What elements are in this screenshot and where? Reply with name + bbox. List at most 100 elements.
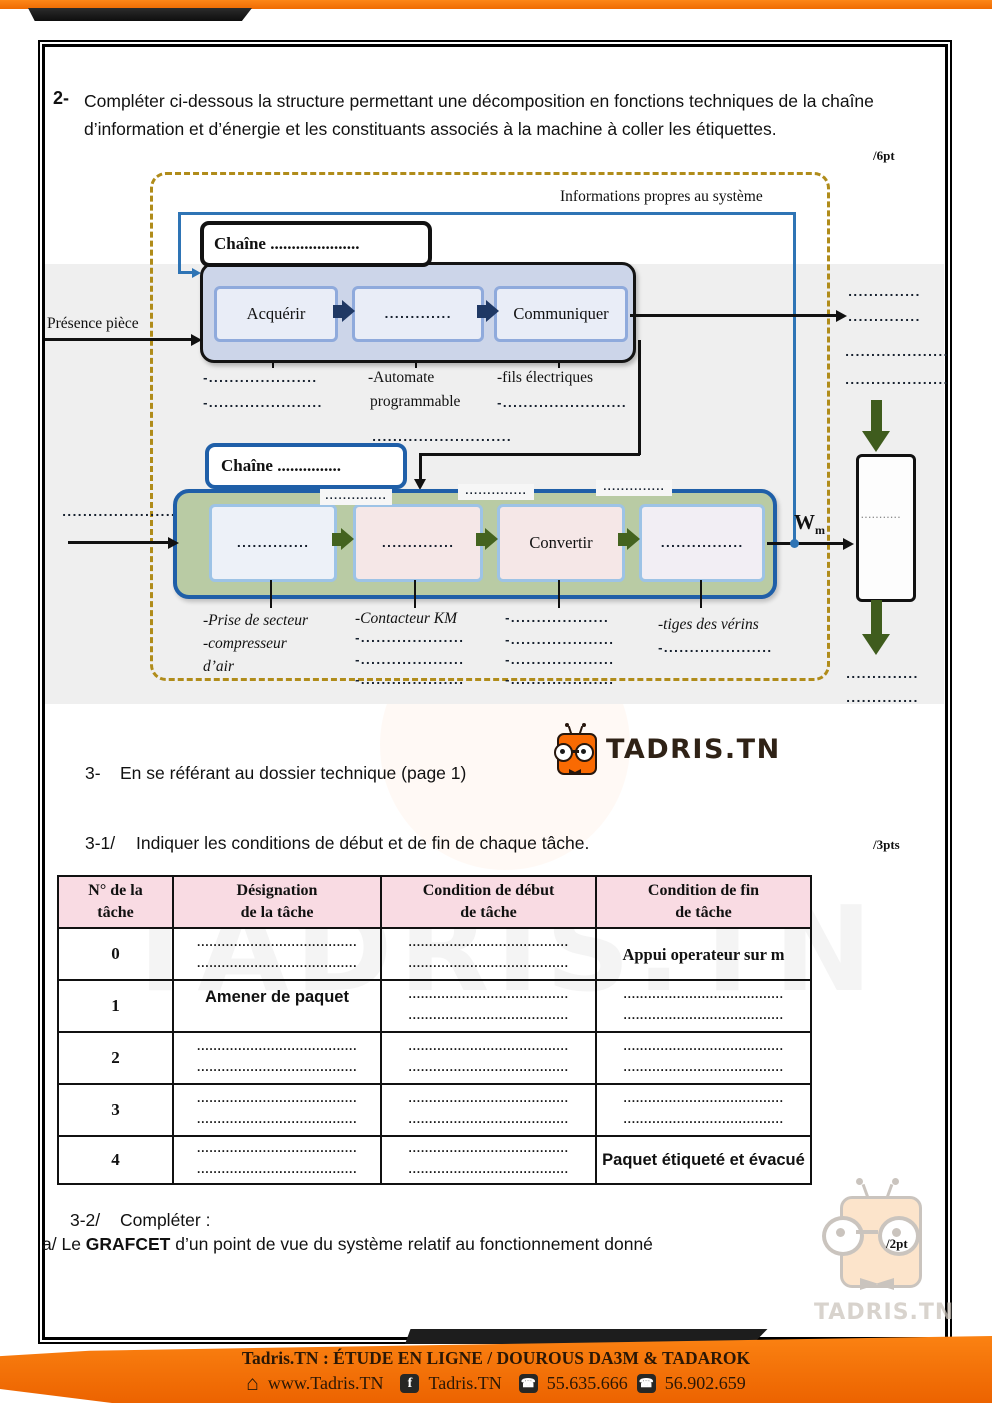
question32-text: Compléter :: [120, 1210, 211, 1230]
info-feedback-label: Informations propres au système: [560, 188, 763, 205]
task-num: 3: [57, 1083, 174, 1137]
task-num: 4: [57, 1135, 174, 1185]
function-box-alimenter-blank: ..............: [209, 504, 337, 582]
tadris-logo-text: TADRIS.TN: [606, 734, 781, 765]
question2-text: Compléter ci-dessous la structure permet…: [84, 91, 874, 139]
acquerir-component-dots-2: -......................: [203, 397, 323, 410]
function-box-distribuer-dots: ..............: [381, 536, 455, 550]
table-row: 2 ......................................…: [57, 1031, 812, 1085]
distribuer-component-dots-3: -....................: [355, 674, 465, 687]
wm-symbol: W: [794, 510, 815, 534]
table-row: 4 ......................................…: [57, 1135, 812, 1185]
question2-number: 2-: [53, 88, 70, 108]
convertir-component-dots-2: -....................: [505, 634, 615, 647]
annotation-dots: ..............: [465, 487, 527, 497]
wm-output-arrowhead-icon: [843, 537, 854, 550]
prise-secteur-label: -Prise de secteur: [203, 612, 309, 629]
footer-website[interactable]: www.Tadris.TN: [267, 1373, 384, 1393]
home-icon: ⌂: [246, 1371, 259, 1395]
annotation-patch-3: ..............: [596, 480, 672, 496]
footer-facebook[interactable]: Tadris.TN: [428, 1373, 502, 1393]
task-debut-blank: ........................................…: [380, 1135, 597, 1185]
chain-energy-title-box: Chaîne ...............: [205, 443, 407, 489]
phone-icon: ☎: [636, 1374, 656, 1393]
wm-output-line: [767, 542, 845, 545]
convertir-component-dots-4: -....................: [505, 674, 615, 687]
chain-energy-title: Chaîne ...............: [221, 456, 341, 475]
task-fin-blank: ........................................…: [595, 1031, 812, 1085]
distribuer-component-dots-2: -....................: [355, 654, 465, 667]
task-debut-blank: ........................................…: [380, 1083, 597, 1137]
elbow-arrowhead-icon: [414, 479, 426, 490]
task-debut-blank: ........................................…: [380, 1031, 597, 1085]
effector-output-dots-1: ..............: [846, 668, 919, 681]
task-fin-blank: ........................................…: [595, 1083, 812, 1137]
output-dots-2: ..............: [848, 311, 921, 324]
info-feedback-line-elbow: [178, 271, 194, 274]
convertir-component-dots-3: -....................: [505, 654, 615, 667]
table-row: 3 ......................................…: [57, 1083, 812, 1137]
task-fin-value: Paquet étiqueté et évacué: [595, 1135, 812, 1185]
tadris-logo: TADRIS.TN: [554, 723, 786, 778]
chain-info-title-box: Chaîne .....................: [200, 221, 432, 267]
function-box-communiquer: Communiquer: [494, 286, 628, 342]
question32-number: 3-2/: [70, 1210, 101, 1230]
automate-label-1: -Automate: [368, 369, 435, 386]
footer-phone-2: 56.902.659: [664, 1373, 746, 1393]
grafcet-keyword: GRAFCET: [85, 1234, 171, 1254]
annotation-dots: ..............: [325, 492, 387, 502]
automate-label-2: programmable: [370, 393, 461, 410]
annotation-patch-1: ..............: [320, 489, 392, 505]
tick: [700, 580, 702, 608]
dair-label: d’air: [203, 658, 234, 675]
transmettre-component-dots: -.....................: [658, 642, 773, 655]
info-feedback-line-left: [178, 212, 181, 274]
flow-arrow-icon: [618, 528, 640, 550]
function-box-convertir-label: Convertir: [529, 533, 593, 552]
output-dots-4: ....................: [845, 374, 949, 387]
function-box-acquerir-label: Acquérir: [246, 304, 306, 323]
phone-icon: ☎: [518, 1374, 538, 1393]
output-dots-1: ..............: [848, 286, 921, 299]
question31-points: /3pts: [873, 837, 900, 852]
effector-box-dots: ...........: [861, 512, 902, 520]
task-debut-blank: ........................................…: [380, 927, 597, 981]
footer-black-ribbon: [405, 1329, 768, 1344]
elbow-line-vertical: [638, 340, 641, 455]
tick: [558, 580, 560, 608]
function-box-transmettre-dots: ................: [660, 536, 744, 550]
info-feedback-line-right: [793, 212, 796, 543]
question31-number: 3-1/: [85, 833, 116, 853]
effector-box: [856, 454, 916, 602]
communiquer-output-line: [630, 314, 838, 317]
table-row: 0 ......................................…: [57, 927, 812, 981]
function-box-communiquer-label: Communiquer: [513, 304, 609, 323]
task-fin-value: Appui operateur sur m: [595, 927, 812, 981]
function-box-alimenter-dots: ..............: [236, 536, 310, 550]
presence-piece-arrow-line: [45, 338, 193, 341]
task-designation-blank: ........................................…: [172, 1135, 382, 1185]
communiquer-output-arrowhead-icon: [836, 309, 847, 322]
energy-input-dots: .......................: [62, 506, 182, 519]
top-black-ribbon: [28, 8, 252, 21]
tiges-verins-label: -tiges des vérins: [658, 616, 759, 633]
distribuer-component-dots-1: -....................: [355, 632, 465, 645]
question32a-prefix: a/ Le: [42, 1234, 86, 1254]
task-num: 2: [57, 1031, 174, 1085]
convertir-component-dots-1: -...................: [505, 612, 609, 625]
footer-contacts: ⌂ www.Tadris.TN f Tadris.TN ☎ 55.635.666…: [0, 1371, 992, 1396]
question32a-text: a/ Le GRAFCET d’un point de vue du systè…: [42, 1234, 832, 1255]
system-boundary-dashed-box: [150, 172, 830, 681]
function-box-distribuer-blank: ..............: [353, 504, 483, 582]
task-debut-blank: ........................................…: [380, 979, 597, 1033]
function-box-transmettre-blank: ................: [639, 504, 765, 582]
wm-label: Wm: [794, 510, 825, 538]
energy-input-line: [68, 541, 170, 544]
flow-arrow-icon: [476, 528, 498, 550]
question3-number: 3-: [85, 763, 101, 783]
elbow-line-horizontal: [419, 453, 640, 456]
task-num: 0: [57, 927, 174, 981]
